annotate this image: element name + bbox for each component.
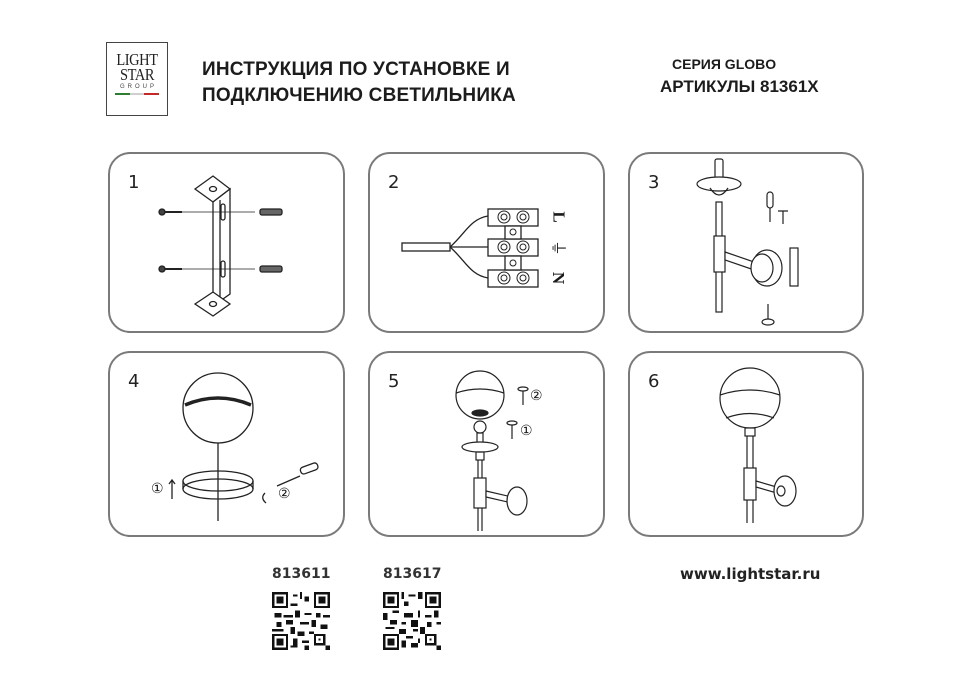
- step-number: 2: [388, 172, 400, 193]
- label-live: L: [549, 211, 569, 223]
- title-line-2: ПОДКЛЮЧЕНИЮ СВЕТИЛЬНИКА: [202, 85, 516, 106]
- step-3-panel: 3: [628, 152, 864, 333]
- terminal-block-icon: [401, 208, 539, 288]
- globe-attachment-icon: [455, 370, 529, 531]
- step-number: 3: [648, 172, 660, 193]
- articles-label: АРТИКУЛЫ 81361X: [660, 77, 819, 96]
- series-label: СЕРИЯ GLOBO: [672, 56, 777, 72]
- label-neutral: N: [549, 271, 569, 285]
- mounting-bracket-icon: [158, 175, 283, 317]
- label-ground: ⏚: [549, 239, 567, 257]
- step-number: 4: [128, 371, 140, 392]
- qr-code-813611[interactable]: [272, 592, 330, 650]
- step-number: 5: [388, 371, 400, 392]
- callout-1: ①: [151, 480, 164, 496]
- assembled-lamp-icon: [719, 367, 797, 523]
- title-line-1: ИНСТРУКЦИЯ ПО УСТАНОВКЕ И: [202, 59, 510, 80]
- logo-line-star: STAR: [119, 65, 155, 84]
- logo-line-light: LIGHT: [116, 50, 158, 69]
- logo-flag-stripe: [115, 93, 160, 95]
- step-number: 6: [648, 371, 660, 392]
- step-4-panel: 4 ① ②: [108, 351, 345, 537]
- website-link[interactable]: www.lightstar.ru: [680, 565, 821, 583]
- step-1-panel: 1: [108, 152, 345, 333]
- article-code-813617: 813617: [383, 566, 442, 582]
- callout-2: ②: [278, 485, 291, 501]
- step-5-panel: 5 ② ①: [368, 351, 605, 537]
- callout-1: ①: [520, 422, 533, 438]
- article-code-813611: 813611: [272, 566, 331, 582]
- fixture-mounting-icon: [696, 158, 799, 326]
- qr-code-813617[interactable]: [383, 592, 441, 650]
- step-2-panel: 2 L ⏚ N: [368, 152, 605, 333]
- lightstar-logo: LIGHT STAR GROUP: [106, 42, 168, 116]
- step-number: 1: [128, 172, 140, 193]
- step-6-panel: 6: [628, 351, 864, 537]
- globe-ring-removal-icon: [168, 372, 319, 521]
- logo-line-group: GROUP: [119, 84, 157, 90]
- callout-2: ②: [530, 387, 543, 403]
- page-title: ИНСТРУКЦИЯ ПО УСТАНОВКЕ И ПОДКЛЮЧЕНИЮ СВ…: [202, 57, 516, 109]
